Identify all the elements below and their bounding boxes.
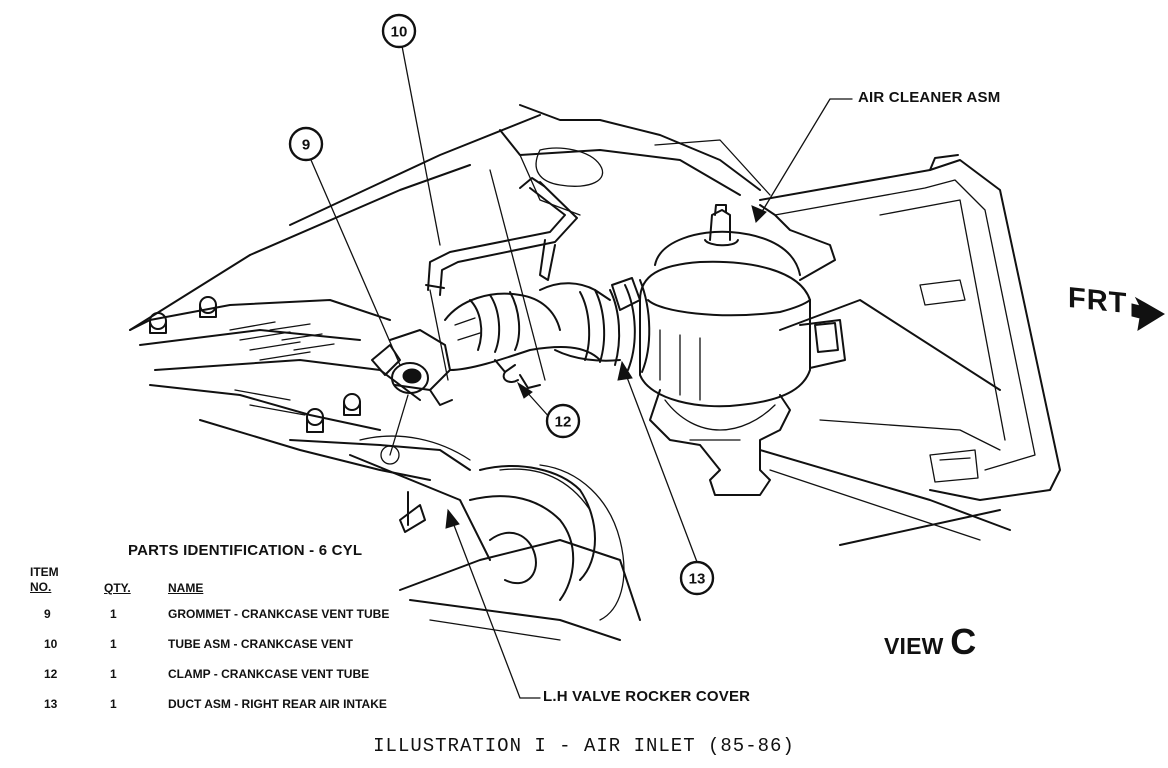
crankcase-vent-tube [425, 177, 578, 296]
air-intake-duct [444, 279, 651, 389]
leader-valve-cover [451, 519, 541, 699]
air-cleaner-assembly [611, 204, 846, 496]
view-label: VIEW C [884, 621, 976, 663]
body-panel-outline [759, 154, 1061, 546]
parts-table-header: ITEM NO. QTY. NAME [30, 565, 389, 599]
view-word: VIEW [884, 633, 944, 659]
parts-table-title: PARTS IDENTIFICATION - 6 CYL [128, 542, 363, 559]
view-letter: C [950, 621, 977, 662]
table-row: 10 1 TUBE ASM - CRANKCASE VENT [30, 629, 389, 659]
leader-12-arrow [516, 381, 533, 399]
cell-item-no: 9 [44, 607, 51, 621]
cell-item-no: 13 [44, 697, 58, 711]
cell-name: GROMMET - CRANKCASE VENT TUBE [168, 607, 390, 621]
cell-qty: 1 [110, 697, 117, 711]
front-label: FRT [1068, 281, 1128, 321]
leader-lines [310, 45, 853, 699]
cell-name: DUCT ASM - RIGHT REAR AIR INTAKE [168, 697, 387, 711]
header-qty: QTY. [104, 565, 168, 599]
leader-13 [624, 371, 698, 563]
callout-9: 9 [288, 126, 324, 162]
leader-air-cleaner [759, 98, 853, 216]
callout-10-number: 10 [391, 24, 408, 41]
cell-name: CLAMP - CRANKCASE VENT TUBE [168, 667, 370, 681]
cowl-outline [129, 104, 771, 331]
valve-rocker-cover [399, 464, 641, 641]
cell-item-no: 10 [44, 637, 58, 651]
leader-13-arrow [617, 360, 633, 381]
front-arrow-icon [1131, 296, 1165, 332]
leader-10 [401, 45, 441, 246]
header-item-line2: NO. [30, 580, 52, 594]
illustration-caption: ILLUSTRATION I - AIR INLET (85-86) [373, 735, 795, 757]
leader-9 [310, 159, 401, 366]
callout-13: 13 [679, 560, 715, 596]
header-name: NAME [168, 565, 389, 599]
table-row: 13 1 DUCT ASM - RIGHT REAR AIR INTAKE [30, 689, 389, 719]
cell-qty: 1 [110, 667, 117, 681]
callout-12-number: 12 [555, 414, 572, 431]
parts-table: ITEM NO. QTY. NAME 9 1 GROMMET - CRANKCA… [30, 565, 389, 719]
callout-12: 12 [545, 403, 581, 439]
table-row: 9 1 GROMMET - CRANKCASE VENT TUBE [30, 599, 389, 629]
callout-9-number: 9 [302, 137, 310, 154]
engine-manifold [129, 296, 491, 561]
header-qty-text: QTY. [104, 581, 131, 595]
valve-cover-label: L.H VALVE ROCKER COVER [543, 688, 751, 705]
cell-qty: 1 [110, 607, 117, 621]
leader-12 [524, 389, 552, 420]
callout-13-number: 13 [689, 571, 706, 588]
cell-item-no: 12 [44, 667, 58, 681]
leader-valve-cover-arrow [445, 508, 460, 529]
header-name-text: NAME [168, 581, 204, 595]
header-item-no: ITEM NO. [30, 565, 104, 599]
air-cleaner-label: AIR CLEANER ASM [858, 89, 1001, 106]
cell-name: TUBE ASM - CRANKCASE VENT [168, 637, 353, 651]
header-item-line1: ITEM [30, 565, 59, 579]
cell-qty: 1 [110, 637, 117, 651]
callout-10: 10 [381, 13, 417, 49]
leader-air-cleaner-arrow [751, 205, 767, 223]
table-row: 12 1 CLAMP - CRANKCASE VENT TUBE [30, 659, 389, 689]
grommet-assembly [371, 329, 453, 406]
